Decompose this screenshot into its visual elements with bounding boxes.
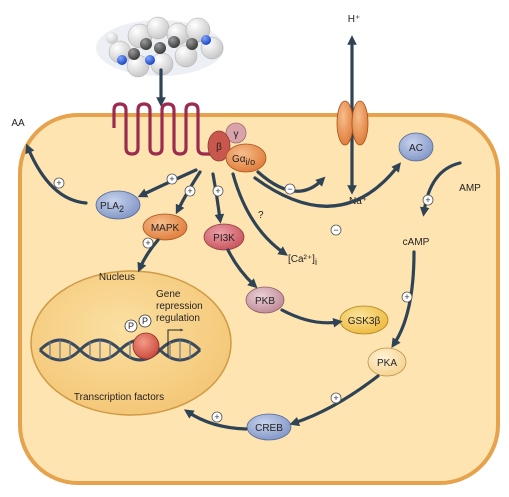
calcium-label: [Ca²⁺]i [288,254,317,267]
sign-plus-camp: + [422,194,434,206]
svg-text:+: + [169,174,174,184]
ac-enzyme [398,132,434,162]
gene-regulation-line1: Gene [156,289,181,300]
pka-enzyme [367,347,407,377]
g-gamma [225,122,247,144]
gsk3b-label: GSK3β [348,316,381,327]
pla2-enzyme [95,190,141,220]
ligand-molecule [96,16,224,78]
svg-text:+: + [333,393,338,403]
svg-text:+: + [404,292,409,302]
sign-minus-ac: − [330,224,342,236]
ion-channel-left [336,100,354,146]
gene-regulation-line2: repression [156,301,203,312]
svg-text:+: + [425,195,430,205]
pkb-label: PKB [255,296,275,307]
aa-label: AA [11,118,25,129]
phospho-p2 [138,314,152,328]
sign-plus-creb: + [330,392,342,404]
svg-text:−: − [333,225,338,235]
svg-text:+: + [187,186,192,196]
sign-plus-mapk: + [184,185,196,197]
g-alpha [225,143,267,173]
ion-channel-right [351,100,369,146]
svg-text:−: − [287,184,292,194]
gene-regulation-line3: regulation [156,313,200,324]
transcription-factor [132,332,160,360]
g-beta-label: β [216,142,222,153]
phospho-p2-label: P [142,316,148,326]
sign-plus-nucleus-creb: + [211,411,223,423]
sign-plus-aa: + [53,177,65,189]
pka-label: PKA [377,358,397,369]
mapk-label: MAPK [151,223,180,234]
mapk-enzyme [142,213,188,241]
sign-plus-pla2: + [166,173,178,185]
pkb-enzyme [245,286,285,314]
creb-label: CREB [255,423,283,434]
transcription-factors-label: Transcription factors [74,392,164,403]
na-plus-label: Na⁺ [349,196,367,207]
dna-helix [38,338,202,362]
phospho-p1 [124,319,138,333]
g-beta [207,130,231,162]
creb-enzyme [246,413,292,441]
camp-label: cAMP [403,237,430,248]
ac-label: AC [409,143,423,154]
sign-plus-pka: + [401,291,413,303]
sign-minus-channel: − [284,183,296,195]
g-alpha-label: Gαi/o [232,154,255,167]
g-gamma-label: γ [234,129,239,140]
nucleus-label: Nucleus [99,272,135,283]
amp-label: AMP [459,183,481,194]
svg-text:+: + [215,186,220,196]
receptor [112,102,214,156]
sign-plus-pi3k: + [212,185,224,197]
pi3k-label: PI3K [213,233,235,244]
svg-text:+: + [145,238,150,248]
pi3k-enzyme [203,223,245,251]
pla2-label: PLA2 [100,201,124,214]
h-plus-label: H⁺ [348,14,361,25]
sign-plus-nucleus: + [142,237,154,249]
svg-text:+: + [214,412,219,422]
svg-text:+: + [56,178,61,188]
phospho-p1-label: P [128,321,134,331]
question-label: ? [258,210,264,221]
